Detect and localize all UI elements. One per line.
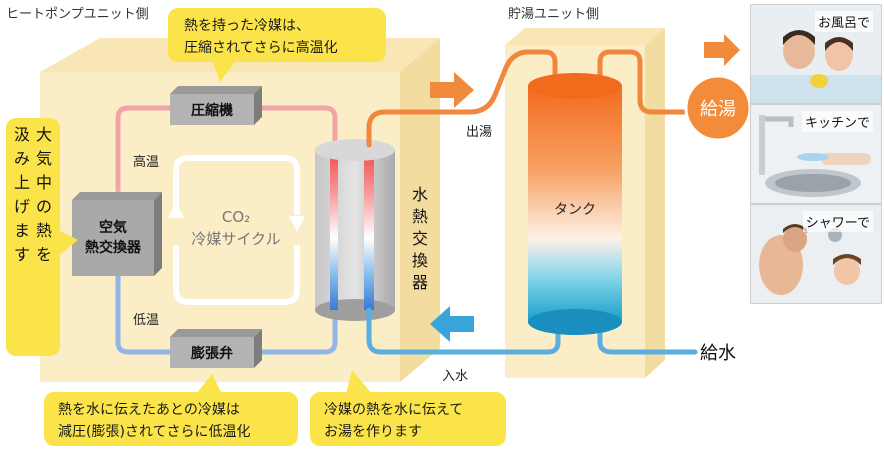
cycle-label-refrigerant: 冷媒サイクル bbox=[191, 230, 280, 248]
refrigerant-loop bbox=[115, 105, 338, 355]
callout-bottom-center-line2: お湯を作ります bbox=[324, 423, 422, 440]
expansion-valve-box: 膨張弁 bbox=[170, 329, 262, 368]
heatpump-side-label: ヒートポンプユニット側 bbox=[6, 7, 149, 22]
supply-arrow bbox=[704, 34, 740, 66]
water-hx-label: 水熱交換器 bbox=[412, 185, 428, 292]
callout-left-col1: 大気中の熱を bbox=[36, 125, 52, 264]
bath-label: お風呂で bbox=[814, 11, 873, 32]
tank-label: タンク bbox=[554, 202, 596, 218]
compressor-box: 圧縮機 bbox=[170, 86, 262, 125]
callout-bottom-left-line2: 減圧(膨張)されてさらに低温化 bbox=[58, 423, 251, 440]
co2-cycle-ring bbox=[168, 155, 305, 305]
air-hx-label-2: 熱交換器 bbox=[85, 239, 142, 256]
callout-bottom-center-line1: 冷媒の熱を水に伝えて bbox=[324, 402, 463, 418]
storage-tank: タンク bbox=[528, 73, 622, 335]
callout-top: 熱を持った冷媒は、 圧縮されてさらに高温化 bbox=[168, 8, 386, 82]
shower-label: シャワーで bbox=[802, 211, 873, 232]
callout-bottom-left-line1: 熱を水に伝えたあとの冷媒は bbox=[58, 402, 240, 418]
bath-photo: お風呂で bbox=[750, 4, 882, 104]
callout-bottom-center: 冷媒の熱を水に伝えて お湯を作ります bbox=[310, 370, 506, 446]
shower-photo: シャワーで bbox=[750, 204, 882, 304]
storage-side-label: 貯湯ユニット側 bbox=[508, 7, 599, 22]
air-hx-label-1: 空気 bbox=[99, 219, 127, 236]
low-temp-label: 低温 bbox=[133, 313, 159, 328]
callout-top-line2: 圧縮されてさらに高温化 bbox=[184, 39, 338, 56]
callout-left: 大気中の熱を 汲み上げます bbox=[6, 118, 78, 356]
kitchen-photo: キッチンで bbox=[750, 104, 882, 204]
supply-hot-label: 給湯 bbox=[700, 99, 736, 120]
supply-hot-badge: 給湯 bbox=[684, 74, 752, 142]
high-temp-label: 高温 bbox=[133, 154, 159, 170]
hot-outflow-arrow bbox=[430, 72, 474, 108]
supply-water-label: 給水 bbox=[700, 343, 736, 364]
callout-left-col2: 汲み上げます bbox=[14, 125, 30, 264]
kitchen-label: キッチンで bbox=[801, 111, 873, 132]
compressor-label: 圧縮機 bbox=[191, 102, 233, 119]
air-heat-exchanger: 空気 熱交換器 bbox=[72, 192, 162, 276]
water-pipes bbox=[366, 49, 703, 355]
cycle-label-co2: CO₂ bbox=[222, 208, 250, 226]
hot-out-label: 出湯 bbox=[466, 125, 492, 140]
expansion-valve-label: 膨張弁 bbox=[191, 345, 233, 362]
water-in-label: 入水 bbox=[442, 369, 468, 384]
callout-bottom-left: 熱を水に伝えたあとの冷媒は 減圧(膨張)されてさらに低温化 bbox=[44, 374, 298, 446]
callout-top-line1: 熱を持った冷媒は、 bbox=[184, 18, 310, 34]
water-heat-exchanger bbox=[315, 139, 395, 321]
cold-inflow-arrow bbox=[430, 306, 474, 342]
